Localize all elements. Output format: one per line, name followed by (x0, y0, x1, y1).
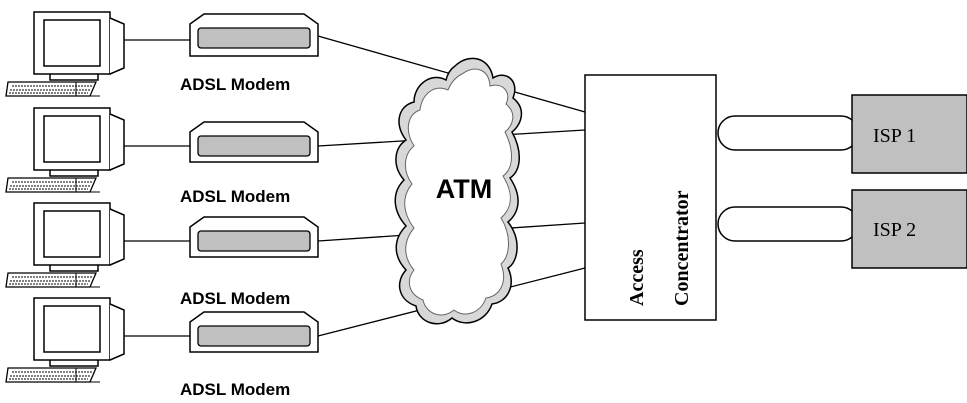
modem-icon (189, 311, 319, 353)
isp-tunnels (717, 115, 859, 242)
concentrator-box (584, 74, 717, 321)
client-row-3: ADSL Modem (5, 202, 319, 308)
tunnel-icon (717, 115, 859, 151)
modem-label-4: ADSL Modem (180, 380, 290, 399)
computer-icon (5, 107, 125, 193)
modem-label-3: ADSL Modem (180, 289, 290, 308)
access-concentrator: Access Concentrator (584, 74, 717, 321)
concentrator-label-access: Access (626, 249, 648, 306)
isp-box-1 (851, 94, 967, 174)
computer-icon (5, 297, 125, 383)
modem-icon (189, 216, 319, 258)
isp-label-1: ISP 1 (873, 125, 916, 147)
client-row-2: ADSL Modem (5, 107, 319, 206)
cloud-inner-contour (404, 68, 514, 316)
modem-label-2: ADSL Modem (180, 187, 290, 206)
client-row-1: ADSL Modem (5, 11, 319, 97)
computer-icon (5, 11, 125, 97)
isp-boxes: ISP 1 ISP 2 (851, 94, 967, 269)
atm-cloud: ATM (394, 57, 523, 325)
atm-label: ATM (436, 174, 492, 204)
isp-label-2: ISP 2 (873, 219, 916, 241)
isp-box-2 (851, 189, 967, 269)
computer-icon (5, 202, 125, 288)
concentrator-label-concentrator: Concentrator (671, 190, 693, 306)
tunnel-icon (717, 206, 859, 242)
modem-label-1: ADSL Modem (180, 75, 290, 94)
modem-icon (189, 13, 319, 57)
modem-icon (189, 121, 319, 163)
client-row-4: ADSL Modem (5, 297, 319, 399)
